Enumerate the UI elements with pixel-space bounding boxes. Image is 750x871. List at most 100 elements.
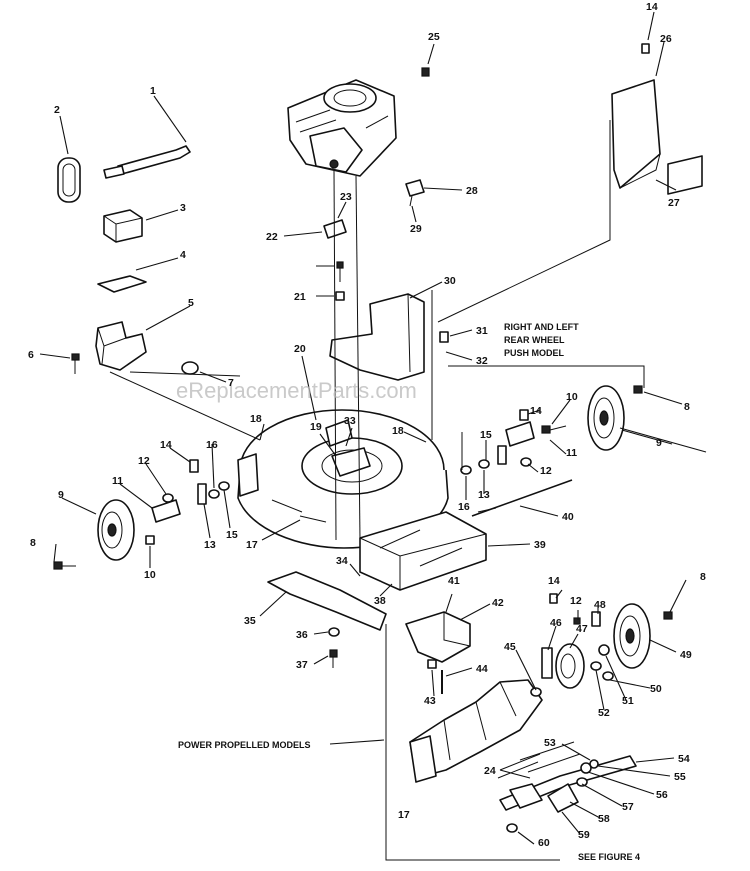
callout-16: 16 <box>458 501 470 513</box>
part-wheel-left <box>97 499 135 561</box>
callout-20: 20 <box>294 343 306 355</box>
callout-18: 18 <box>250 413 262 425</box>
callout-40: 40 <box>562 511 574 523</box>
callout-32: 32 <box>476 355 488 367</box>
part-rear-guard <box>611 79 661 189</box>
callout-48: 48 <box>594 599 606 611</box>
part-knob <box>181 361 199 375</box>
part-washer-bolt <box>328 627 340 668</box>
part-battery-holder <box>95 321 147 371</box>
leader-lines <box>109 120 645 861</box>
callout-12: 12 <box>540 465 552 477</box>
callout-42: 42 <box>492 597 504 609</box>
callout-9b: 9 <box>58 489 64 501</box>
part-drive-wheel <box>590 603 673 681</box>
callout-10b: 10 <box>144 569 156 581</box>
callout-35: 35 <box>244 615 256 627</box>
callout-7: 7 <box>228 377 234 389</box>
callout-33: 33 <box>344 415 356 427</box>
callout-3: 3 <box>180 202 186 214</box>
callout-14: 14 <box>646 1 658 13</box>
callout-37: 37 <box>296 659 308 671</box>
callout-14b: 14 <box>530 405 542 417</box>
callout-29: 29 <box>410 223 422 235</box>
callout-27: 27 <box>668 197 680 209</box>
callout-30: 30 <box>444 275 456 287</box>
callout-numbers: 1 2 3 4 5 6 7 8 8 8 9 9 10 10 11 11 12 1… <box>28 1 706 849</box>
callout-51: 51 <box>622 695 634 707</box>
callout-11b: 11 <box>112 475 123 487</box>
callout-43: 43 <box>424 695 436 707</box>
callout-18b: 18 <box>392 425 404 437</box>
callout-56: 56 <box>656 789 668 801</box>
part-handle-bracket <box>103 145 191 179</box>
callout-22: 22 <box>266 231 278 243</box>
callout-13b: 13 <box>204 539 216 551</box>
caption-rear-wheel-2: REAR WHEEL <box>504 335 565 345</box>
part-engine <box>287 79 397 177</box>
callout-9: 9 <box>656 437 662 449</box>
callout-60: 60 <box>538 837 550 849</box>
part-pin-44 <box>427 659 443 694</box>
callout-34: 34 <box>336 555 348 567</box>
callout-15b: 15 <box>226 529 238 541</box>
callout-arrows <box>39 11 707 845</box>
part-label-27 <box>667 155 703 195</box>
callout-28: 28 <box>466 185 478 197</box>
callout-15: 15 <box>480 429 492 441</box>
callout-45: 45 <box>504 641 516 653</box>
callout-38: 38 <box>374 595 386 607</box>
part-clip-top <box>641 43 650 54</box>
part-drive-gear <box>530 593 585 697</box>
callout-41: 41 <box>448 575 460 587</box>
part-bracket-23 <box>323 219 347 239</box>
callout-49: 49 <box>680 649 692 661</box>
part-bolt-25 <box>421 67 430 77</box>
part-battery <box>103 209 143 243</box>
part-drive-shaft <box>497 741 637 833</box>
callout-5: 5 <box>188 297 194 309</box>
part-mounting-plate <box>97 275 147 293</box>
callout-24: 24 <box>484 765 496 777</box>
part-screw-left <box>71 353 80 374</box>
caption-power-propelled: POWER PROPELLED MODELS <box>178 740 311 750</box>
part-axle-hardware-left <box>53 453 259 570</box>
part-bolt-center <box>335 261 345 301</box>
callout-17b: 17 <box>398 809 410 821</box>
caption-see-figure: SEE FIGURE 4 <box>578 852 640 862</box>
callout-36: 36 <box>296 629 308 641</box>
callout-14d: 14 <box>548 575 560 587</box>
callout-25: 25 <box>428 31 440 43</box>
callout-39: 39 <box>534 539 546 551</box>
callout-10: 10 <box>566 391 578 403</box>
callout-13: 13 <box>478 489 490 501</box>
callout-1: 1 <box>150 85 156 97</box>
callout-16b: 16 <box>206 439 218 451</box>
callout-54: 54 <box>678 753 690 765</box>
callout-23: 23 <box>340 191 352 203</box>
callout-50: 50 <box>650 683 662 695</box>
callout-44: 44 <box>476 663 488 675</box>
callout-21: 21 <box>294 291 306 303</box>
callout-8c: 8 <box>700 571 706 583</box>
caption-rear-wheel-3: PUSH MODEL <box>504 348 565 358</box>
callout-19: 19 <box>310 421 322 433</box>
callout-52: 52 <box>598 707 610 719</box>
callout-11: 11 <box>566 447 577 459</box>
callout-55: 55 <box>674 771 686 783</box>
part-baffle <box>267 571 387 631</box>
callout-17: 17 <box>246 539 258 551</box>
callout-4: 4 <box>180 249 186 261</box>
callout-8: 8 <box>684 401 690 413</box>
callout-12b: 12 <box>138 455 150 467</box>
callout-12c: 12 <box>570 595 582 607</box>
part-bracket-28 <box>405 179 425 207</box>
part-drive-housing <box>405 611 543 783</box>
callout-2: 2 <box>54 104 60 116</box>
callout-57: 57 <box>622 801 634 813</box>
part-belt <box>57 157 81 203</box>
callout-8b: 8 <box>30 537 36 549</box>
callout-47: 47 <box>576 623 588 635</box>
part-chute <box>329 293 425 381</box>
